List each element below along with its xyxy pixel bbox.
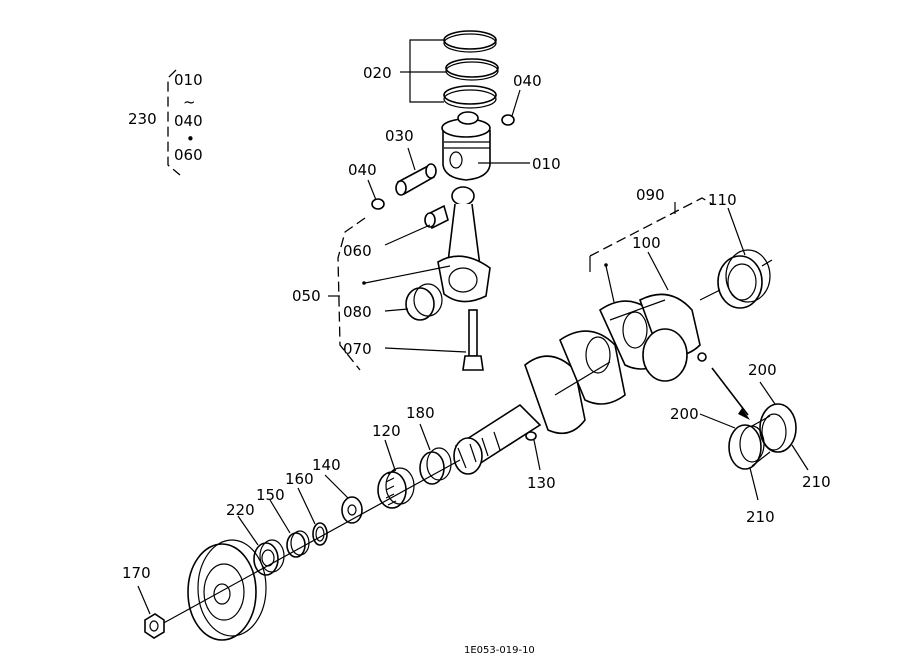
rod-bolt <box>462 309 484 371</box>
thrust-washer-set <box>711 367 797 470</box>
label-100: 100 <box>632 234 661 252</box>
label-140: 140 <box>312 456 341 474</box>
label-180: 180 <box>406 404 435 422</box>
crank-gear <box>377 467 415 509</box>
label-040-right: 040 <box>513 72 542 90</box>
crank-pulley <box>187 539 267 641</box>
label-040-left: 040 <box>348 161 377 179</box>
connecting-rod <box>437 186 491 303</box>
set-230-mid: 040 <box>174 112 203 130</box>
piston-rings <box>443 30 499 109</box>
set-230-group: 230 010 ~ 040 • 060 <box>128 69 203 176</box>
label-130: 130 <box>527 474 556 492</box>
label-170: 170 <box>122 564 151 582</box>
circlip-left <box>371 198 385 210</box>
crankshaft <box>453 293 707 475</box>
label-200-left: 200 <box>670 405 699 423</box>
set-230-range: ~ <box>183 93 196 111</box>
label-060: 060 <box>343 242 372 260</box>
set-230-bullet: • <box>186 130 195 148</box>
label-150: 150 <box>256 486 285 504</box>
label-050: 050 <box>292 287 321 305</box>
small-end-bush <box>424 204 449 230</box>
label-110: 110 <box>708 191 737 209</box>
circlip-right <box>501 114 515 126</box>
label-210-left: 210 <box>746 508 775 526</box>
woodruff-key <box>525 431 537 441</box>
pulley-nut <box>144 613 165 639</box>
label-020: 020 <box>363 64 392 82</box>
label-010: 010 <box>532 155 561 173</box>
piston <box>441 111 491 181</box>
label-200-right: 200 <box>748 361 777 379</box>
set-230-first: 010 <box>174 71 203 89</box>
label-160: 160 <box>285 470 314 488</box>
big-end-bearing <box>405 283 443 321</box>
label-070: 070 <box>343 340 372 358</box>
main-bearing <box>717 249 771 309</box>
piston-pin <box>395 163 437 196</box>
set-230-last: 060 <box>174 146 203 164</box>
drawing-code: 1E053-019-10 <box>464 645 535 656</box>
label-030: 030 <box>385 127 414 145</box>
label-080: 080 <box>343 303 372 321</box>
crank-collar <box>419 447 452 485</box>
label-090: 090 <box>636 186 665 204</box>
label-210-right: 210 <box>802 473 831 491</box>
label-220: 220 <box>226 501 255 519</box>
label-230: 230 <box>128 110 157 128</box>
label-120: 120 <box>372 422 401 440</box>
